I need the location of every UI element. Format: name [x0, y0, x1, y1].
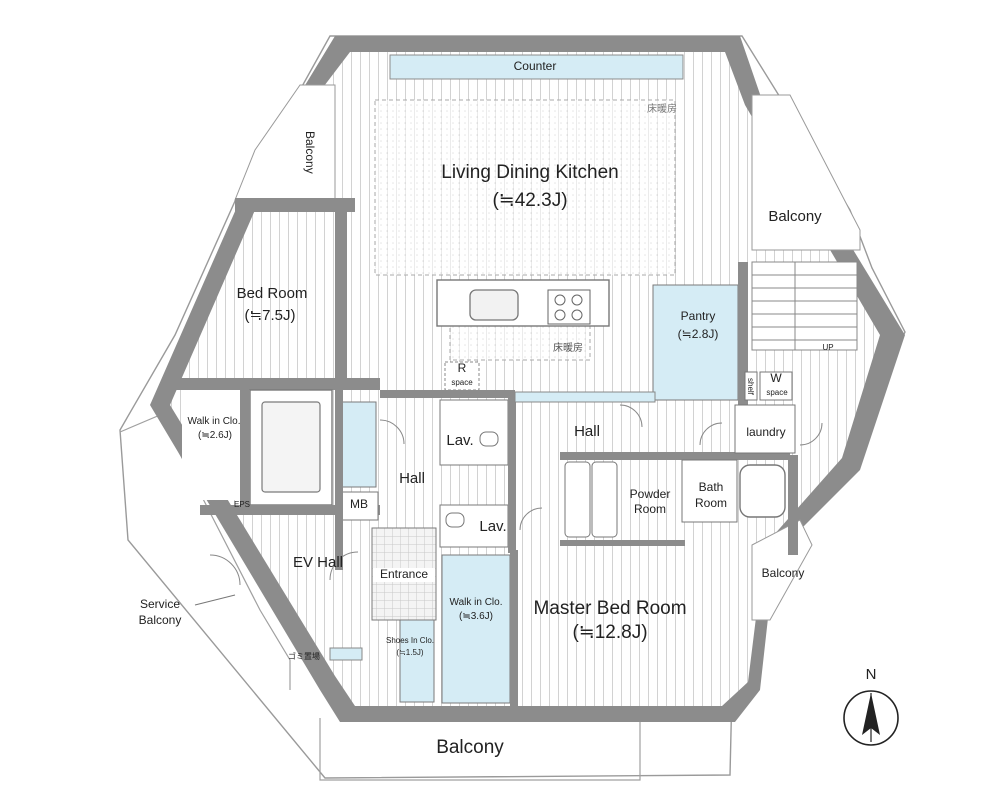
entrance-label: Entrance	[373, 567, 435, 582]
wall-bedroom-right	[335, 200, 347, 385]
wall-left-block-bottom	[200, 505, 380, 515]
wall-bedroom-top	[235, 198, 355, 212]
service-balcony-outline	[119, 414, 291, 690]
floor-heating-zone-kitchen	[449, 324, 591, 361]
service-balcony-line2: Balcony	[138, 613, 182, 627]
floor-heating-label-1: 床暖房	[647, 104, 677, 115]
toilet-1-icon	[479, 431, 499, 447]
master-bed-room-area: (≒12.8J)	[572, 622, 648, 643]
tub-master-1	[564, 461, 591, 538]
wic-small-area: (≒2.6J)	[198, 430, 232, 441]
wall-bath-right	[788, 455, 798, 555]
up-label: UP	[822, 343, 834, 352]
shoes-closet	[399, 619, 435, 703]
bed-room-name: Bed Room	[236, 285, 308, 302]
bath-room-line2: Room	[694, 496, 727, 510]
laundry-area	[734, 404, 796, 454]
sink-icon	[469, 289, 519, 321]
counter-label: Counter	[513, 59, 557, 73]
wall-hall-top	[380, 390, 515, 398]
shelf-box	[744, 371, 758, 401]
hall-left-label: Hall	[399, 470, 425, 487]
w-space-box	[759, 371, 793, 401]
south-balcony-outline	[319, 718, 641, 781]
mb-label: MB	[350, 497, 368, 511]
staircase	[751, 261, 858, 351]
ev-hall-label: EV Hall	[292, 554, 344, 571]
bath-room-area	[681, 459, 738, 523]
eps-label: EPS	[233, 500, 250, 509]
wall-bedroom-bottom	[175, 378, 380, 390]
r-space-sub: space	[451, 378, 473, 387]
balcony-ne-area	[751, 94, 861, 251]
shoes-closet-area: (≒1.5J)	[396, 648, 424, 657]
toilet-2-icon	[445, 512, 465, 528]
balcony-nw-label: Balcony	[302, 130, 317, 174]
w-space-sub: space	[766, 388, 788, 397]
bed-room-area: (≒7.5J)	[244, 307, 296, 324]
w-space-letter: W	[770, 371, 782, 385]
wic-master-name: Walk in Clo.	[449, 597, 503, 608]
wall-powder-bottom	[560, 540, 685, 546]
laundry-label: laundry	[746, 425, 786, 439]
lav-area-1	[439, 399, 509, 466]
wall-pantry	[738, 262, 748, 407]
tub-left-inner	[261, 401, 321, 493]
wall-powder-top	[560, 452, 790, 460]
wic-master-area: (≒3.6J)	[459, 611, 493, 622]
floor-heating-zone-ldk	[374, 99, 676, 276]
pantry	[652, 284, 739, 401]
balcony-nw-area	[234, 84, 336, 201]
interior-floor	[170, 52, 880, 706]
mb-box	[339, 491, 379, 521]
compass-icon	[843, 690, 899, 746]
hall-strip	[514, 391, 656, 403]
counter	[389, 54, 684, 80]
bathtub-icon	[739, 464, 786, 518]
walk-in-closet-small-area	[182, 390, 242, 500]
wall-hall-left	[335, 385, 343, 570]
master-bed-room-name: Master Bed Room	[533, 598, 687, 619]
ldk-area: (≒42.3J)	[492, 190, 568, 211]
balcony-ne-label: Balcony	[768, 208, 822, 225]
bath-room-line1: Bath	[698, 480, 724, 494]
service-balcony-line1: Service	[139, 597, 180, 611]
lav-1-label: Lav.	[446, 432, 474, 449]
shoes-closet-name: Shoes In Clo.	[385, 636, 435, 645]
wall-wic-right	[510, 550, 518, 706]
floor-heating-label-2: 床暖房	[553, 343, 583, 354]
pantry-area: (≒2.8J)	[677, 327, 719, 341]
powder-room-line1: Powder	[629, 487, 671, 501]
lav-2-label: Lav.	[479, 518, 507, 535]
wall-left-block	[240, 390, 250, 515]
ldk-name: Living Dining Kitchen	[441, 162, 619, 183]
shelf-label: shelf	[746, 377, 756, 395]
service-balcony-leader	[194, 594, 236, 606]
balcony-s-label: Balcony	[436, 737, 504, 758]
garbage-label: ゴミ置場	[288, 652, 320, 661]
garbage-area	[329, 647, 363, 661]
wall-lav-right	[508, 398, 516, 553]
pantry-name: Pantry	[680, 309, 716, 323]
stove-icon	[547, 289, 591, 325]
compass-label: N	[865, 666, 877, 683]
storage-hall	[337, 401, 377, 488]
r-space-letter: R	[457, 361, 467, 375]
r-space-box	[444, 361, 480, 391]
balcony-e-label: Balcony	[761, 566, 805, 580]
powder-room-line2: Room	[633, 502, 666, 516]
walk-in-closet-master	[441, 554, 511, 704]
door-swings	[209, 404, 823, 586]
hall-center-label: Hall	[574, 423, 600, 440]
kitchen-island	[436, 279, 610, 327]
tub-master-2	[591, 461, 618, 538]
wic-small-name: Walk in Clo.	[187, 416, 241, 427]
